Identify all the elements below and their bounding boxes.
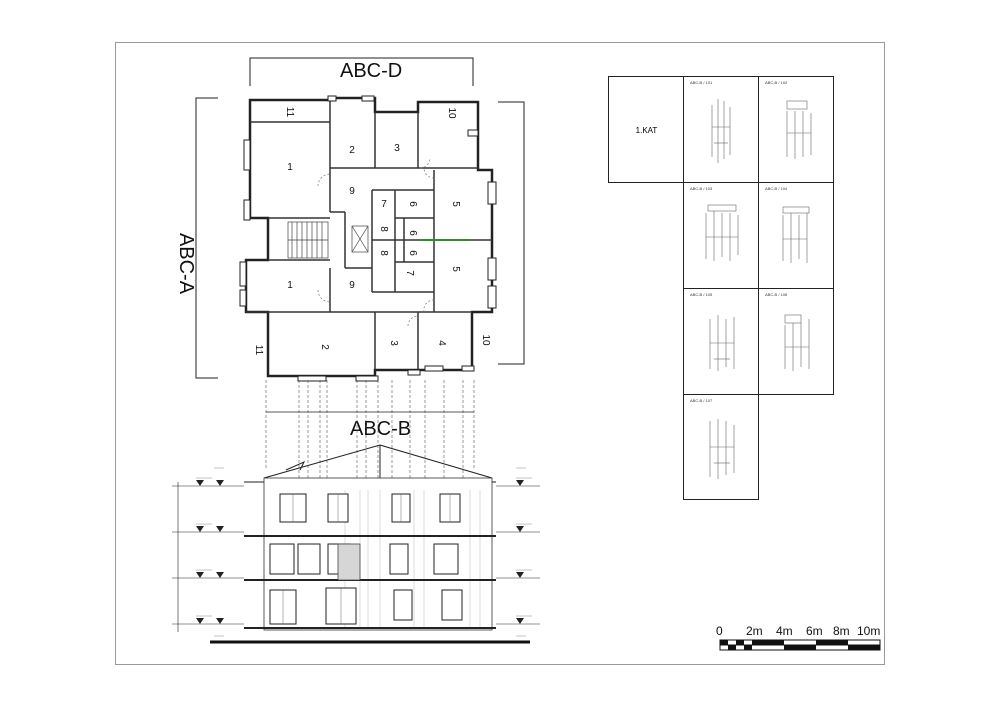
svg-text:1: 1 <box>287 162 293 173</box>
svg-text:8: 8 <box>378 226 389 232</box>
svg-text:1: 1 <box>287 280 293 291</box>
floor-label: 1.KAT <box>635 126 658 135</box>
svg-text:6: 6 <box>407 230 418 236</box>
svg-text:6: 6 <box>407 250 418 256</box>
scale-label-2m: 2m <box>746 624 763 638</box>
key-plan-grid: 1.KAT ABC-B / 101 ABC-B / 102 ABC-B / 10… <box>608 76 834 500</box>
scale-label-8m: 8m <box>833 624 850 638</box>
scale-label-6m: 6m <box>806 624 823 638</box>
sheet-caption: ABC-B / 107 <box>690 398 713 403</box>
scale-label-10m: 10m <box>857 624 881 638</box>
sheet-caption: ABC-B / 104 <box>765 186 788 191</box>
sheet-caption: ABC-B / 106 <box>765 292 788 297</box>
key-plan-sheet-107[interactable]: ABC-B / 107 <box>683 394 759 500</box>
scale-bar: 0 2m 4m 6m 8m 10m <box>715 624 885 654</box>
svg-text:11: 11 <box>284 107 295 118</box>
svg-text:2: 2 <box>319 344 330 350</box>
key-plan-sheet-103[interactable]: ABC-B / 103 <box>683 182 759 289</box>
section-label-top: ABC-D <box>340 60 403 82</box>
section-label-bottom: ABC-B <box>350 418 412 440</box>
svg-text:11: 11 <box>253 345 264 356</box>
svg-text:7: 7 <box>381 199 387 210</box>
svg-text:3: 3 <box>394 143 400 154</box>
key-plan-sheet-104[interactable]: ABC-B / 104 <box>758 182 834 289</box>
sheet-caption: ABC-B / 102 <box>765 80 788 85</box>
svg-text:5: 5 <box>450 266 461 272</box>
scale-label-4m: 4m <box>776 624 793 638</box>
svg-text:10: 10 <box>446 107 457 119</box>
svg-text:3: 3 <box>388 340 399 346</box>
key-plan-sheet-106[interactable]: ABC-B / 106 <box>758 288 834 395</box>
sheet-caption: ABC-B / 103 <box>690 186 713 191</box>
svg-text:7: 7 <box>404 270 415 276</box>
scale-label-0: 0 <box>716 624 723 638</box>
svg-text:9: 9 <box>349 186 355 197</box>
svg-text:8: 8 <box>378 250 389 256</box>
svg-text:10: 10 <box>480 334 491 346</box>
sheet-caption: ABC-B / 101 <box>690 80 713 85</box>
key-plan-sheet-105[interactable]: ABC-B / 105 <box>683 288 759 395</box>
sheet-caption: ABC-B / 105 <box>690 292 713 297</box>
svg-text:4: 4 <box>436 340 447 346</box>
svg-text:2: 2 <box>349 145 355 156</box>
drawing-sheet-frame <box>115 42 885 665</box>
scale-bar-graphic <box>719 639 881 651</box>
key-plan-sheet-102[interactable]: ABC-B / 102 <box>758 76 834 183</box>
key-plan-floor-cell: 1.KAT <box>608 76 684 183</box>
svg-text:5: 5 <box>450 201 461 207</box>
svg-text:9: 9 <box>349 280 355 291</box>
svg-text:6: 6 <box>407 201 418 207</box>
key-plan-sheet-101[interactable]: ABC-B / 101 <box>683 76 759 183</box>
